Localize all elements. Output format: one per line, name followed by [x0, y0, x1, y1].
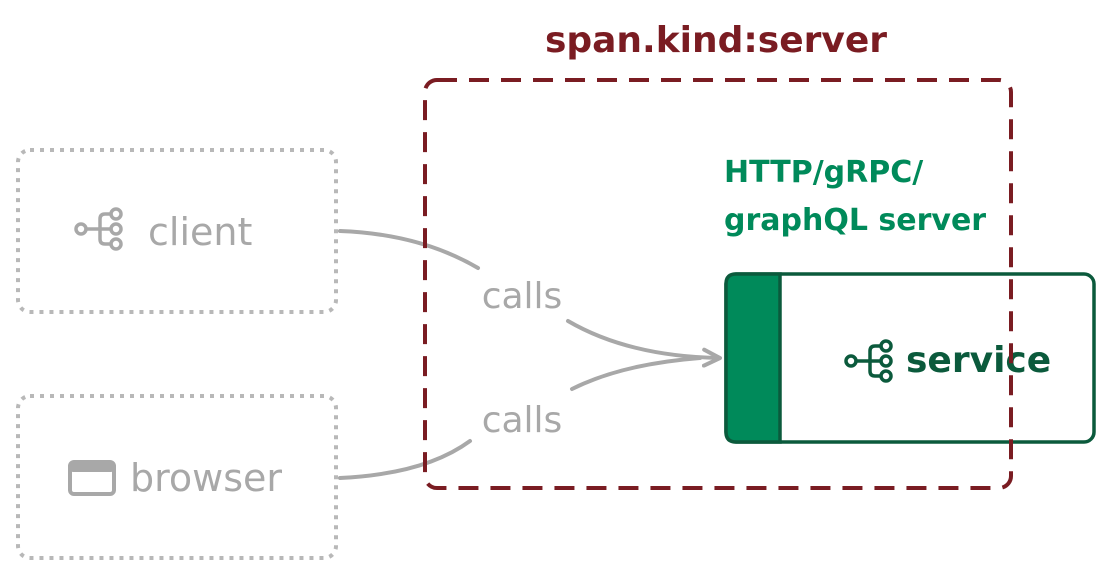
browser-node: browser: [16, 394, 338, 560]
edge-browser-line-end: [570, 356, 702, 391]
edge-client-label: calls: [482, 276, 563, 317]
edge-browser-to-service: calls: [338, 356, 702, 480]
edge-client-line-start: [338, 229, 480, 270]
protocol-label-line-2: graphQL server: [724, 203, 986, 238]
edge-client-to-service: calls: [338, 229, 722, 368]
edge-browser-line-start: [338, 439, 472, 480]
tree-branch-icon: [74, 207, 123, 251]
browser-node-box: [16, 394, 338, 560]
edge-client-line-end: [566, 319, 722, 368]
service-node-label: service: [906, 340, 1051, 381]
client-node-box: [16, 148, 338, 314]
service-node-accent: [724, 272, 782, 444]
protocol-label-line-1: HTTP/gRPC/: [724, 155, 923, 190]
browser-window-icon: [68, 460, 116, 496]
span-kind-server-region: [423, 78, 1013, 490]
region-title: span.kind:server: [545, 20, 887, 61]
service-node: service: [724, 272, 1096, 444]
tree-branch-icon: [844, 339, 893, 383]
edge-browser-label: calls: [482, 400, 563, 441]
client-node: client: [16, 148, 338, 314]
browser-node-label: browser: [130, 456, 282, 500]
client-node-label: client: [148, 210, 252, 254]
